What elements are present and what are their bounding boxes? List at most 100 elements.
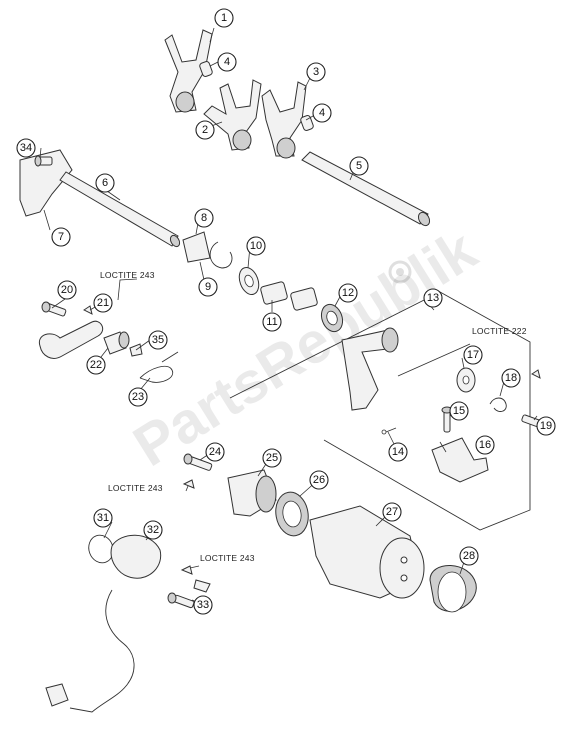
svg-text:22: 22 — [90, 359, 102, 371]
callout-4b: 4 — [312, 103, 332, 123]
guide-16 — [431, 437, 489, 483]
callout-13: 13 — [423, 288, 443, 308]
shift-lever-14 — [341, 327, 399, 435]
svg-text:33: 33 — [197, 599, 209, 611]
callout-33: 33 — [193, 595, 213, 615]
washer-21 — [83, 305, 93, 315]
callout-35: 35 — [148, 330, 168, 350]
svg-text:35: 35 — [152, 334, 164, 346]
svg-text:5: 5 — [356, 160, 362, 172]
svg-text:7: 7 — [58, 231, 64, 243]
callout-27: 27 — [382, 502, 402, 522]
callout-4a: 4 — [217, 52, 237, 72]
loctite-label-a: LOCTITE 243 — [100, 270, 155, 280]
callout-15: 15 — [449, 401, 469, 421]
circlip-9 — [209, 241, 233, 269]
svg-text:20: 20 — [61, 284, 73, 296]
callout-6: 6 — [95, 173, 115, 193]
shift-shaft-6 — [19, 149, 181, 248]
svg-text:19: 19 — [540, 420, 552, 432]
svg-text:31: 31 — [97, 512, 109, 524]
svg-text:34: 34 — [20, 142, 32, 154]
callout-21: 21 — [93, 293, 113, 313]
roller-4b — [300, 115, 314, 131]
callout-20: 20 — [57, 280, 77, 300]
svg-text:32: 32 — [147, 524, 159, 536]
callout-25: 25 — [262, 448, 282, 468]
svg-text:27: 27 — [386, 506, 398, 518]
callout-5: 5 — [349, 156, 369, 176]
svg-text:26: 26 — [313, 474, 325, 486]
shift-fork-1 — [164, 29, 213, 113]
callout-2: 2 — [195, 120, 215, 140]
callout-11: 11 — [262, 312, 282, 332]
watermark: PartsRepublik — [122, 217, 488, 479]
callout-28: 28 — [459, 546, 479, 566]
callout-24: 24 — [205, 442, 225, 462]
svg-text:1: 1 — [221, 12, 227, 24]
lever-plate — [38, 320, 104, 359]
callout-34: 34 — [16, 138, 36, 158]
washer-17 — [456, 367, 476, 393]
svg-text:25: 25 — [266, 452, 278, 464]
svg-text:16: 16 — [479, 439, 491, 451]
svg-text:10: 10 — [250, 240, 262, 252]
svg-text:14: 14 — [392, 446, 404, 458]
svg-text:8: 8 — [201, 212, 207, 224]
spring-23 — [139, 351, 179, 383]
washer-loctite-222 — [531, 369, 541, 379]
svg-text:PartsRepublik: PartsRepublik — [122, 217, 488, 479]
callout-12: 12 — [338, 283, 358, 303]
pin-15 — [441, 406, 453, 433]
loctite-label-c: LOCTITE 243 — [108, 483, 163, 493]
svg-text:15: 15 — [453, 405, 465, 417]
gear-watermark-icon — [388, 260, 412, 284]
fork-rail-5 — [301, 151, 431, 227]
shift-drum-locating-25 — [227, 469, 277, 517]
bearing-28 — [429, 565, 477, 613]
callout-31: 31 — [93, 508, 113, 528]
svg-text:21: 21 — [97, 297, 109, 309]
callout-8: 8 — [194, 208, 214, 228]
callout-32: 32 — [143, 520, 163, 540]
shaft-seal-12 — [320, 303, 344, 333]
shift-fork-2 — [203, 79, 262, 151]
svg-text:3: 3 — [313, 66, 319, 78]
svg-text:2: 2 — [202, 124, 208, 136]
svg-text:28: 28 — [463, 550, 475, 562]
screw-20 — [41, 301, 67, 317]
bolt-34 — [34, 155, 53, 167]
callout-17: 17 — [463, 345, 483, 365]
svg-text:9: 9 — [205, 281, 211, 293]
callout-16: 16 — [475, 435, 495, 455]
svg-text:12: 12 — [342, 287, 354, 299]
shift-fork-3 — [261, 81, 307, 159]
loctite-label-b: LOCTITE 222 — [472, 326, 527, 336]
screw-24 — [183, 453, 213, 471]
callout-10: 10 — [246, 236, 266, 256]
washer-loctite-sensor — [180, 565, 211, 593]
svg-text:4: 4 — [224, 56, 230, 68]
svg-text:17: 17 — [467, 349, 479, 361]
svg-text:13: 13 — [427, 292, 439, 304]
callout-3: 3 — [306, 62, 326, 82]
svg-text:18: 18 — [505, 372, 517, 384]
gear-sensor-32 — [45, 534, 162, 713]
spring-18 — [489, 397, 507, 412]
needle-bearing-11 — [260, 281, 318, 311]
callout-14: 14 — [388, 442, 408, 462]
svg-text:4: 4 — [319, 107, 325, 119]
svg-text:23: 23 — [132, 391, 144, 403]
shift-drum-27 — [309, 505, 425, 599]
callout-7: 7 — [51, 227, 71, 247]
svg-text:11: 11 — [266, 316, 277, 328]
callout-19: 19 — [536, 416, 556, 436]
assembly-outline-13 — [229, 291, 531, 531]
svg-text:6: 6 — [102, 177, 108, 189]
callout-26: 26 — [309, 470, 329, 490]
washer-8 — [182, 231, 211, 263]
loctite-label-d: LOCTITE 243 — [200, 553, 255, 563]
washer-loctite-243 — [182, 479, 195, 489]
svg-text:24: 24 — [209, 446, 221, 458]
